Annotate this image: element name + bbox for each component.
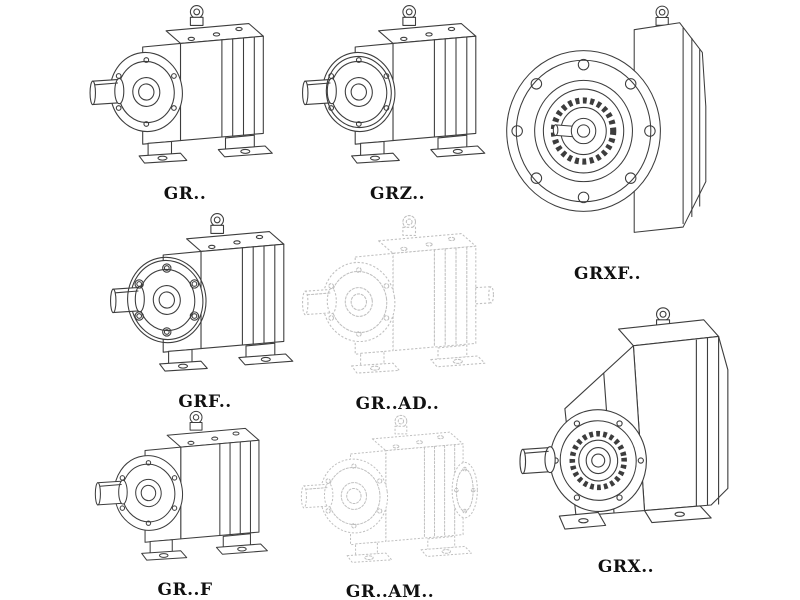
model-label-grxf: GRXF..: [573, 264, 642, 284]
catalog-item-grxf: GRXF..: [495, 0, 720, 284]
gearbox-drawing-grx: [496, 305, 756, 555]
model-label-grad: GR..AD..: [355, 394, 440, 414]
gearbox-drawing-grad: [302, 215, 494, 374]
model-label-grff: GR..F: [157, 580, 213, 600]
gearbox-drawing-grz: [302, 5, 486, 164]
model-label-grf: GRF..: [178, 392, 232, 412]
model-label-gram: GR..AM..: [345, 582, 435, 600]
catalog-item-grz: GRZ..: [300, 2, 495, 204]
catalog-item-grad: GR..AD..: [300, 212, 495, 414]
gearbox-drawing-gram: [300, 414, 478, 563]
catalog-item-grff: GR..F: [85, 408, 285, 600]
gearbox-drawing-gr: [89, 5, 273, 164]
gearbox-drawing-grf: [109, 213, 293, 372]
model-label-grz: GRZ..: [369, 184, 426, 204]
gearbox-drawing-grxf: [499, 0, 717, 262]
catalog-item-grf: GRF..: [100, 210, 310, 412]
model-label-grx: GRX..: [597, 557, 655, 577]
model-label-gr: GR..: [163, 184, 207, 204]
gearbox-drawing-grff: [94, 410, 268, 561]
catalog-item-gram: GR..AM..: [295, 412, 485, 600]
catalog-item-grx: GRX..: [495, 305, 757, 577]
catalog-item-gr: GR..: [85, 2, 285, 204]
